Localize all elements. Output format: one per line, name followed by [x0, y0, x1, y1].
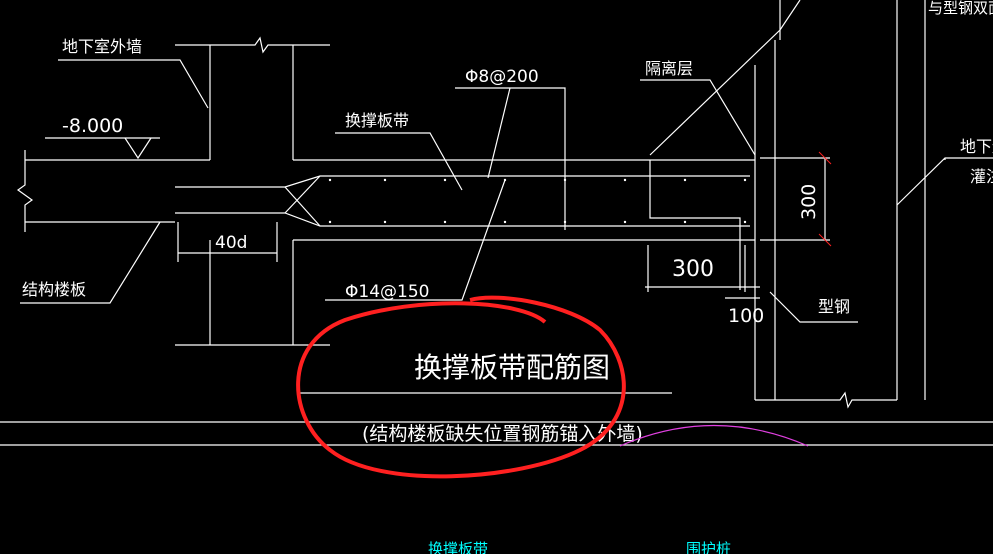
- ground-lines: [0, 421, 993, 446]
- red-markup-circle: [296, 295, 626, 479]
- dim-vertical-300: 300: [798, 184, 820, 220]
- label-bottom-rebar: Φ14@150: [345, 282, 429, 302]
- dimensions: [177, 151, 832, 299]
- drawing-subtitle: (结构楼板缺失位置钢筋锚入外墙): [362, 423, 643, 445]
- label-elevation: -8.000: [62, 115, 123, 137]
- label-steel: 型钢: [818, 297, 850, 316]
- pile-arc: [619, 424, 809, 447]
- dim-100: 100: [728, 305, 764, 327]
- label-basement-wall: 地下室外墙: [62, 37, 142, 56]
- label-40d: 40d: [215, 233, 247, 253]
- rebar-dots: [328, 178, 747, 224]
- dim-horizontal-300: 300: [672, 257, 714, 282]
- bottom-label-retaining-pile: 围护桩: [686, 540, 731, 554]
- label-isolation-layer: 隔离层: [645, 59, 693, 78]
- bottom-label-support-band: 换撑板带: [428, 540, 488, 554]
- label-pour: 灌注: [970, 167, 993, 186]
- slab: [16, 150, 755, 290]
- label-weld-note: 与型钢双面满: [928, 0, 993, 17]
- steel-section: [649, 0, 993, 409]
- label-support-band: 换撑板带: [345, 111, 409, 130]
- leaders: [20, 59, 946, 323]
- label-top-rebar: Φ8@200: [465, 67, 539, 87]
- label-structural-slab: 结构楼板: [22, 280, 86, 299]
- basement-wall: [175, 36, 330, 346]
- drawing-title: 换撑板带配筋图: [414, 351, 610, 384]
- label-diaphragm-wall: 地下连: [960, 137, 993, 156]
